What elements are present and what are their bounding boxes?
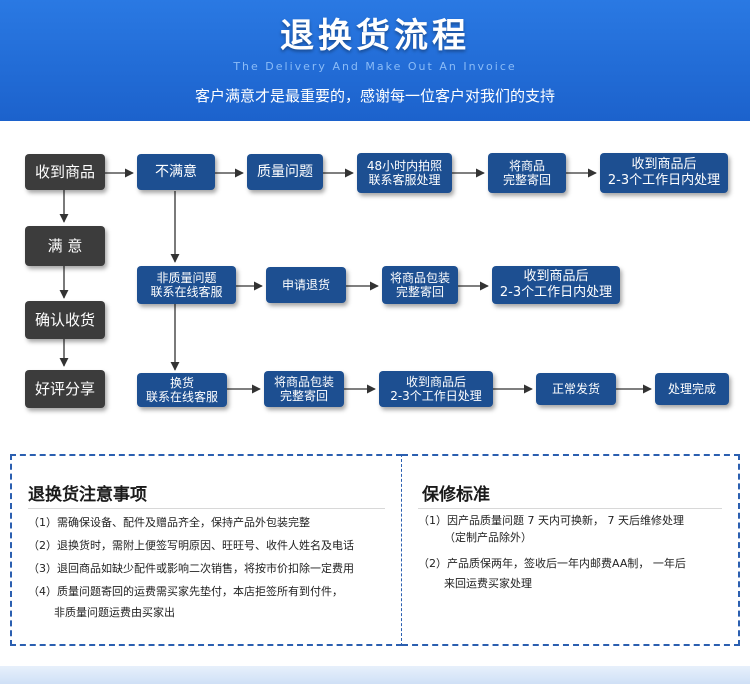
step-pack-return-row3: 将商品包装 完整寄回	[264, 371, 344, 407]
warranty-item: （1）因产品质量问题 7 天内可换新， 7 天后维修处理	[418, 514, 684, 527]
step-process-2-3-days-row2: 收到商品后 2-3个工作日内处理	[492, 266, 620, 304]
flow-connectors	[59, 168, 652, 394]
note-item: （1）需确保设备、配件及赠品齐全，保持产品外包装完整	[28, 516, 310, 529]
page-subtitle: The Delivery And Make Out An Invoice	[233, 60, 517, 73]
flow-diagram: 收到商品 满 意 确认收货 好评分享 不满意 质量问题 48小时内拍照 联系客服…	[0, 121, 750, 450]
warranty-item-continuation: 来回运费买家处理	[444, 577, 532, 590]
step-apply-return: 申请退货	[266, 267, 346, 303]
warranty-title: 保修标准	[422, 485, 490, 505]
step-quality-issue: 质量问题	[247, 154, 323, 190]
note-item-continuation: 非质量问题运费由买家出	[54, 606, 175, 619]
warranty-item-continuation: （定制产品除外）	[444, 531, 532, 544]
step-received-goods: 收到商品	[25, 154, 105, 190]
return-notes-panel: 退换货注意事项 （1）需确保设备、配件及赠品齐全，保持产品外包装完整 （2）退换…	[10, 454, 402, 646]
step-photo-contact-service: 48小时内拍照 联系客服处理	[357, 153, 452, 193]
step-pack-return: 将商品包装 完整寄回	[382, 266, 458, 304]
warranty-panel: 保修标准 （1）因产品质量问题 7 天内可换新， 7 天后维修处理 （定制产品除…	[402, 454, 740, 646]
warranty-item: （2）产品质保两年，签收后一年内邮费AA制， 一年后	[418, 557, 686, 570]
page-header: 退换货流程 The Delivery And Make Out An Invoi…	[0, 0, 750, 121]
step-process-2-3-days-row3: 收到商品后 2-3个工作日处理	[379, 371, 493, 407]
step-confirm-receipt: 确认收货	[25, 301, 105, 339]
step-satisfied: 满 意	[25, 226, 105, 266]
step-non-quality-contact: 非质量问题 联系在线客服	[137, 266, 236, 304]
step-exchange-contact: 换货 联系在线客服	[137, 373, 227, 407]
note-item: （3）退回商品如缺少配件或影响二次销售，将按市价扣除一定费用	[28, 562, 354, 575]
step-dissatisfied: 不满意	[137, 154, 215, 190]
divider	[418, 508, 722, 509]
return-notes-title: 退换货注意事项	[28, 485, 147, 505]
note-item: （4）质量问题寄回的运费需买家先垫付，本店拒签所有到付件，	[28, 585, 343, 598]
step-complete: 处理完成	[655, 373, 729, 405]
page-title: 退换货流程	[280, 16, 470, 56]
step-process-2-3-days: 收到商品后 2-3个工作日内处理	[600, 153, 728, 193]
step-good-review: 好评分享	[25, 370, 105, 408]
bottom-decoration-bar	[0, 666, 750, 684]
step-return-complete: 将商品 完整寄回	[488, 153, 566, 193]
note-item: （2）退换货时，需附上便签写明原因、旺旺号、收件人姓名及电话	[28, 539, 354, 552]
page-tagline: 客户满意才是最重要的，感谢每一位客户对我们的支持	[194, 87, 555, 105]
step-normal-shipping: 正常发货	[536, 373, 616, 405]
divider	[28, 508, 385, 509]
